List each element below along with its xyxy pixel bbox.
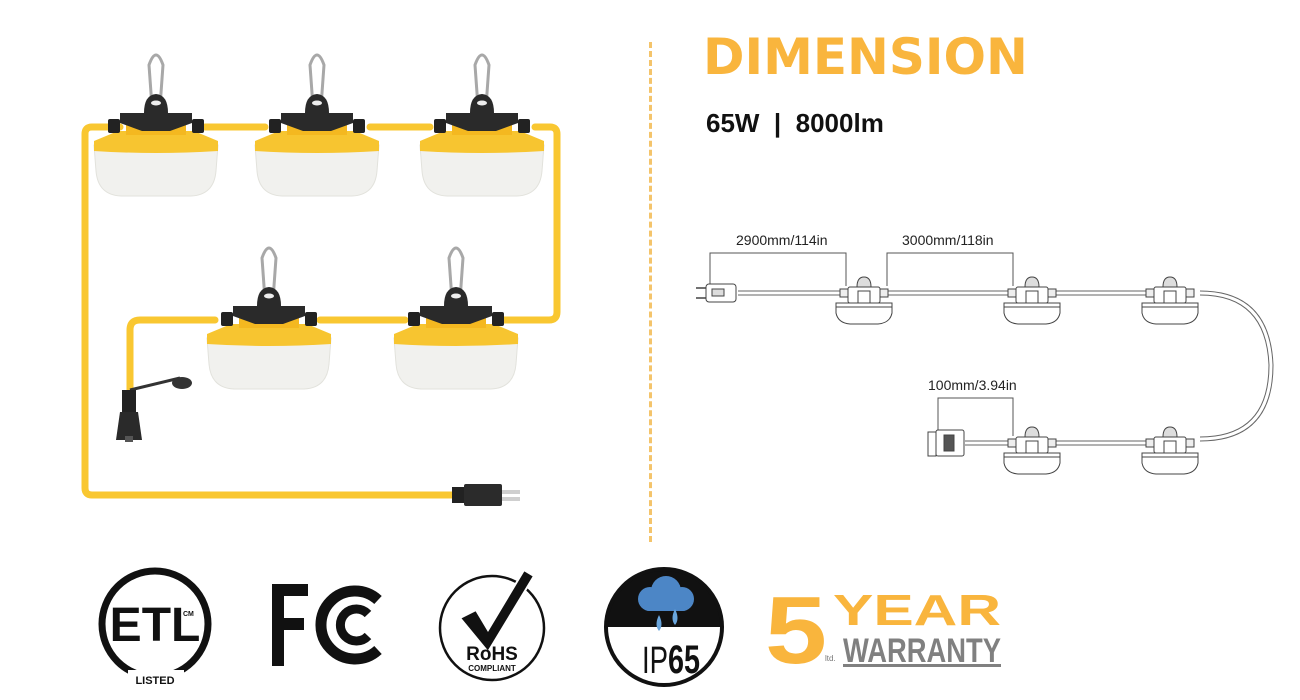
- male-plug: [452, 484, 520, 506]
- etl-listed-badge: ETL CM LISTED: [98, 567, 212, 687]
- diagram-light: [1003, 426, 1061, 475]
- etl-listed-text: LISTED: [135, 675, 174, 687]
- diagram-light: [1141, 426, 1199, 475]
- power-lumens-spec: 65W | 8000lm: [706, 108, 884, 138]
- work-light: [254, 53, 380, 197]
- rohs-text: RoHS: [466, 644, 518, 665]
- fcc-text: FC: [268, 580, 270, 581]
- dimension-lines: [709, 252, 1014, 436]
- diagram-connector: [927, 429, 965, 457]
- carabiner-icon: [260, 246, 278, 301]
- warranty-label-text: WARRANTY: [843, 632, 1001, 670]
- carabiner-icon: [147, 53, 165, 108]
- diagram-plug: [696, 283, 737, 303]
- diagram-light: [1141, 276, 1199, 325]
- ip-rating-text: 65: [668, 638, 700, 682]
- fcc-badge: FC: [268, 580, 382, 666]
- diagram-light: [835, 276, 893, 325]
- diagram-light: [1003, 276, 1061, 325]
- dimension-diagram: 2900mm/114in 3000mm/118in 100mm/3.94in: [696, 232, 1274, 475]
- page-title: DIMENSION: [703, 28, 1028, 86]
- work-light: [93, 53, 219, 197]
- work-light: [393, 246, 519, 390]
- carabiner-icon: [447, 246, 465, 301]
- dimension-label-spacing: 3000mm/118in: [902, 232, 994, 248]
- work-light: [419, 53, 545, 197]
- warranty-ltd-text: ltd.: [825, 654, 836, 663]
- water-drop-icon: [656, 609, 678, 631]
- etl-cm-mark: CM: [183, 611, 194, 618]
- checkmark-icon: [458, 568, 536, 654]
- rain-cloud-icon: [638, 576, 694, 611]
- dimension-label-end: 100mm/3.94in: [928, 377, 1017, 393]
- etl-text: ETL: [110, 599, 201, 652]
- rohs-compliant-badge: RoHS COMPLIANT: [438, 568, 546, 682]
- rohs-compliant-text: COMPLIANT: [468, 664, 516, 673]
- section-divider: [649, 42, 652, 542]
- carabiner-icon: [308, 53, 326, 108]
- warranty-year-text: YEAR: [833, 586, 1001, 635]
- ip65-badge: IP 65: [604, 567, 724, 687]
- work-light: [206, 246, 332, 390]
- warranty-number: 5: [765, 585, 827, 670]
- diagram-cord: [738, 290, 1274, 446]
- warranty-badge: 5 YEAR ltd. WARRANTY: [765, 585, 1001, 670]
- female-connector: [116, 376, 192, 442]
- product-illustration: [81, 53, 561, 506]
- power-cord: [81, 123, 561, 499]
- dimension-label-plug: 2900mm/114in: [736, 232, 828, 248]
- warranty-underline: [843, 664, 1001, 667]
- carabiner-icon: [473, 53, 491, 108]
- ip-prefix-text: IP: [642, 640, 668, 682]
